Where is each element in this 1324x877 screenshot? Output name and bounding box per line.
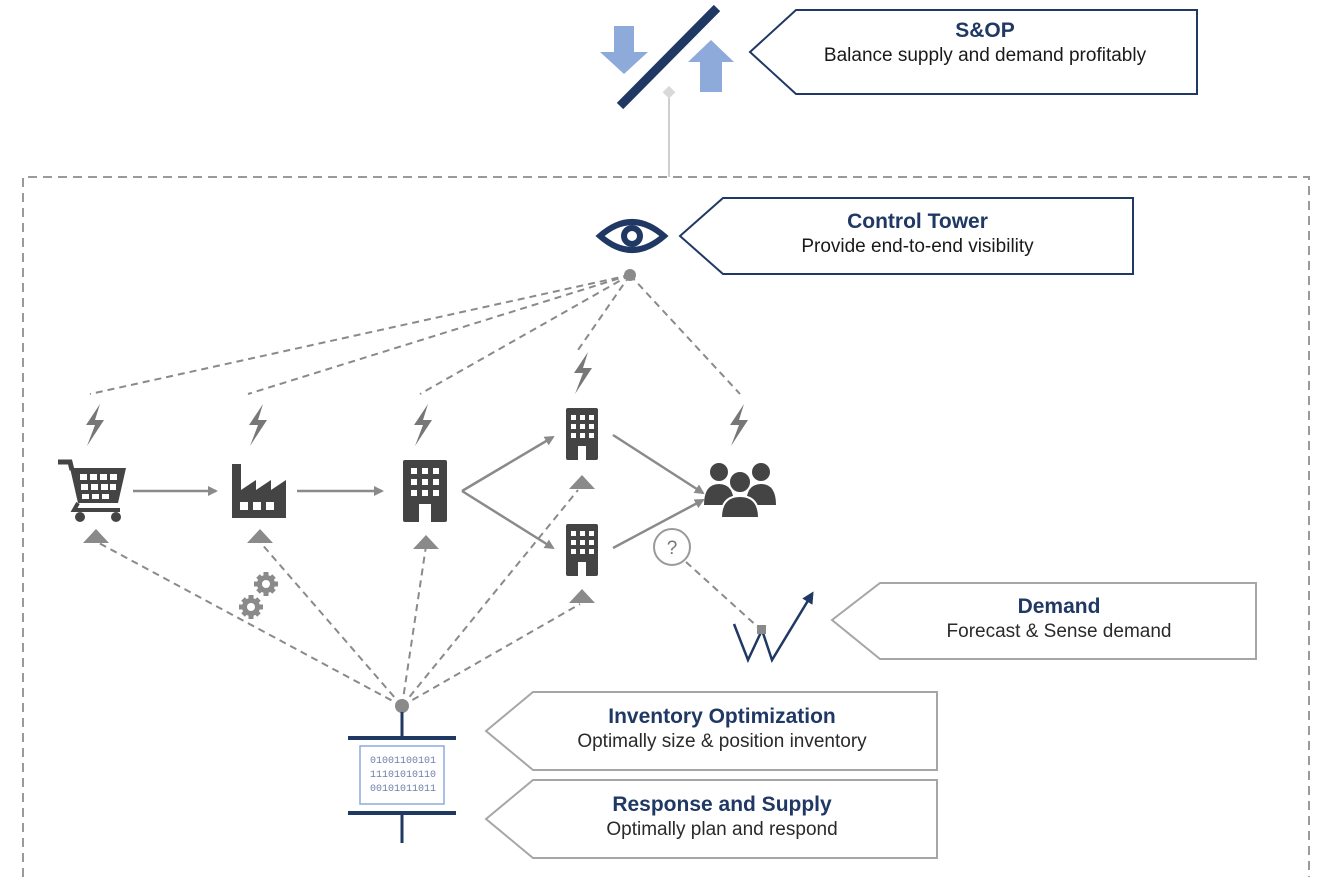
- sop-connector: [662, 85, 676, 177]
- control-tower-callout: Control Tower Provide end-to-end visibil…: [705, 209, 1130, 259]
- factory-icon: [232, 464, 286, 518]
- database-icon: 01001100101 11101010110 00101011011: [348, 712, 456, 843]
- up-arrow-icon: [688, 40, 734, 92]
- sop-callout-frame: [748, 9, 1198, 95]
- down-arrow-icon: [600, 26, 648, 74]
- lightning-icon: [414, 404, 432, 446]
- inventory-callout-frame: [484, 691, 938, 771]
- response-callout: Response and Supply Optimally plan and r…: [510, 792, 934, 842]
- question-mark-text: ?: [667, 538, 678, 559]
- binary-line: 01001100101: [370, 756, 436, 767]
- response-callout-frame: [484, 779, 938, 859]
- response-subtitle: Optimally plan and respond: [606, 819, 838, 840]
- eye-icon: [595, 219, 669, 253]
- control-tower-title: Control Tower: [847, 210, 988, 233]
- control-tower-subtitle: Provide end-to-end visibility: [801, 236, 1034, 257]
- demand-callout: Demand Forecast & Sense demand: [865, 594, 1253, 644]
- control-tower-callout-frame: [678, 197, 1134, 275]
- inventory-triangles: [83, 475, 595, 603]
- flow-arrows: [133, 433, 705, 550]
- customers-group-icon: [704, 463, 776, 519]
- inventory-subtitle: Optimally size & position inventory: [577, 731, 867, 752]
- demand-title: Demand: [1017, 595, 1101, 618]
- lightning-icon: [86, 404, 104, 446]
- distribution-center-icon: [566, 408, 598, 460]
- demand-sense-link: [685, 561, 760, 629]
- inventory-links: [96, 489, 581, 707]
- inventory-callout: Inventory Optimization Optimally size & …: [510, 704, 934, 754]
- binary-line: 00101011011: [370, 784, 436, 795]
- inventory-hub: [395, 699, 409, 713]
- control-tower-hub: [624, 269, 636, 281]
- trend-arrow-icon: [732, 591, 814, 664]
- lightning-icon: [730, 404, 748, 446]
- lightning-icon: [574, 352, 592, 394]
- lightning-icon: [249, 404, 267, 446]
- gears-icon: [239, 572, 278, 619]
- demand-subtitle: Forecast & Sense demand: [946, 621, 1172, 642]
- binary-line: 11101010110: [370, 770, 436, 781]
- inventory-title: Inventory Optimization: [608, 705, 836, 728]
- lightning-icons: [86, 352, 748, 446]
- distribution-center-icon: [566, 524, 598, 576]
- scope-dashed-frame: [22, 176, 1310, 877]
- sop-subtitle: Balance supply and demand profitably: [823, 45, 1147, 66]
- sop-title: S&OP: [955, 19, 1015, 42]
- question-mark-icon: ?: [653, 528, 691, 566]
- shopping-cart-icon: [58, 459, 126, 522]
- slash-icon: [616, 4, 721, 110]
- demand-callout-frame: [830, 582, 1257, 660]
- sop-icon-group: [600, 4, 734, 110]
- response-title: Response and Supply: [612, 793, 832, 816]
- warehouse-building-icon: [403, 460, 447, 522]
- visibility-links: [89, 274, 741, 395]
- sop-callout: S&OP Balance supply and demand profitabl…: [775, 18, 1195, 68]
